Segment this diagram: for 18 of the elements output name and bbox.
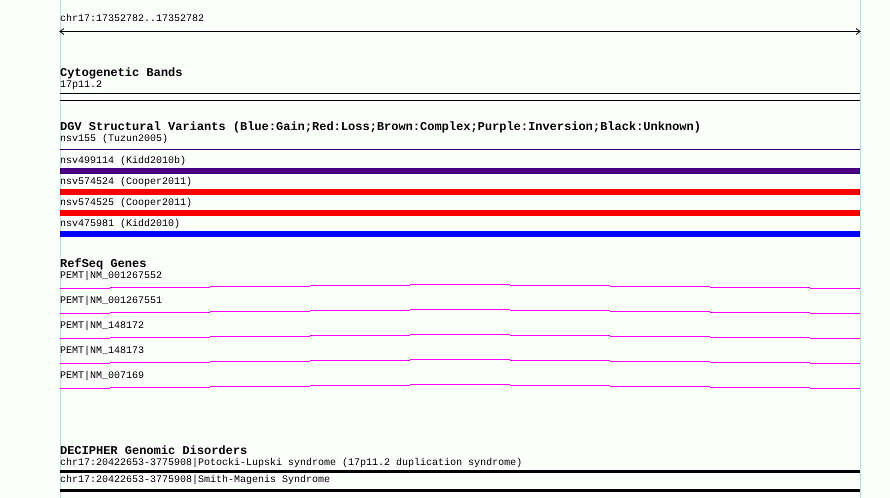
track-title: DGV Structural Variants (Blue:Gain;Red:Loss;Brown:Complex;Purple:Inversion;Black:Unknown) bbox=[60, 121, 701, 133]
track-label: PEMT|NM_001267551 bbox=[60, 296, 162, 308]
track-label: chr17:17352782..17352782 bbox=[60, 14, 204, 26]
track-label: PEMT|NM_148172 bbox=[60, 321, 144, 333]
track-label: PEMT|NM_007169 bbox=[60, 371, 144, 383]
track-label: nsv574524 (Cooper2011) bbox=[60, 177, 192, 189]
track-title: DECIPHER Genomic Disorders bbox=[60, 445, 248, 457]
track-label: nsv475981 (Kidd2010) bbox=[60, 219, 180, 231]
track-label: PEMT|NM_148173 bbox=[60, 346, 144, 358]
track-label: chr17:20422653-3775908|Potocki-Lupski syndrome (17p11.2 duplication syndrome) bbox=[60, 458, 522, 470]
track-label: chr17:20422653-3775908|Smith-Magenis Syndrome bbox=[60, 475, 330, 487]
track-label: PEMT|NM_001267552 bbox=[60, 271, 162, 283]
track-title: RefSeq Genes bbox=[60, 258, 146, 270]
track-title: Cytogenetic Bands bbox=[60, 67, 182, 79]
track-label: 17p11.2 bbox=[60, 80, 102, 92]
track-label: nsv574525 (Cooper2011) bbox=[60, 198, 192, 210]
track-label: nsv155 (Tuzun2005) bbox=[60, 134, 168, 146]
track-label: nsv499114 (Kidd2010b) bbox=[60, 156, 186, 168]
